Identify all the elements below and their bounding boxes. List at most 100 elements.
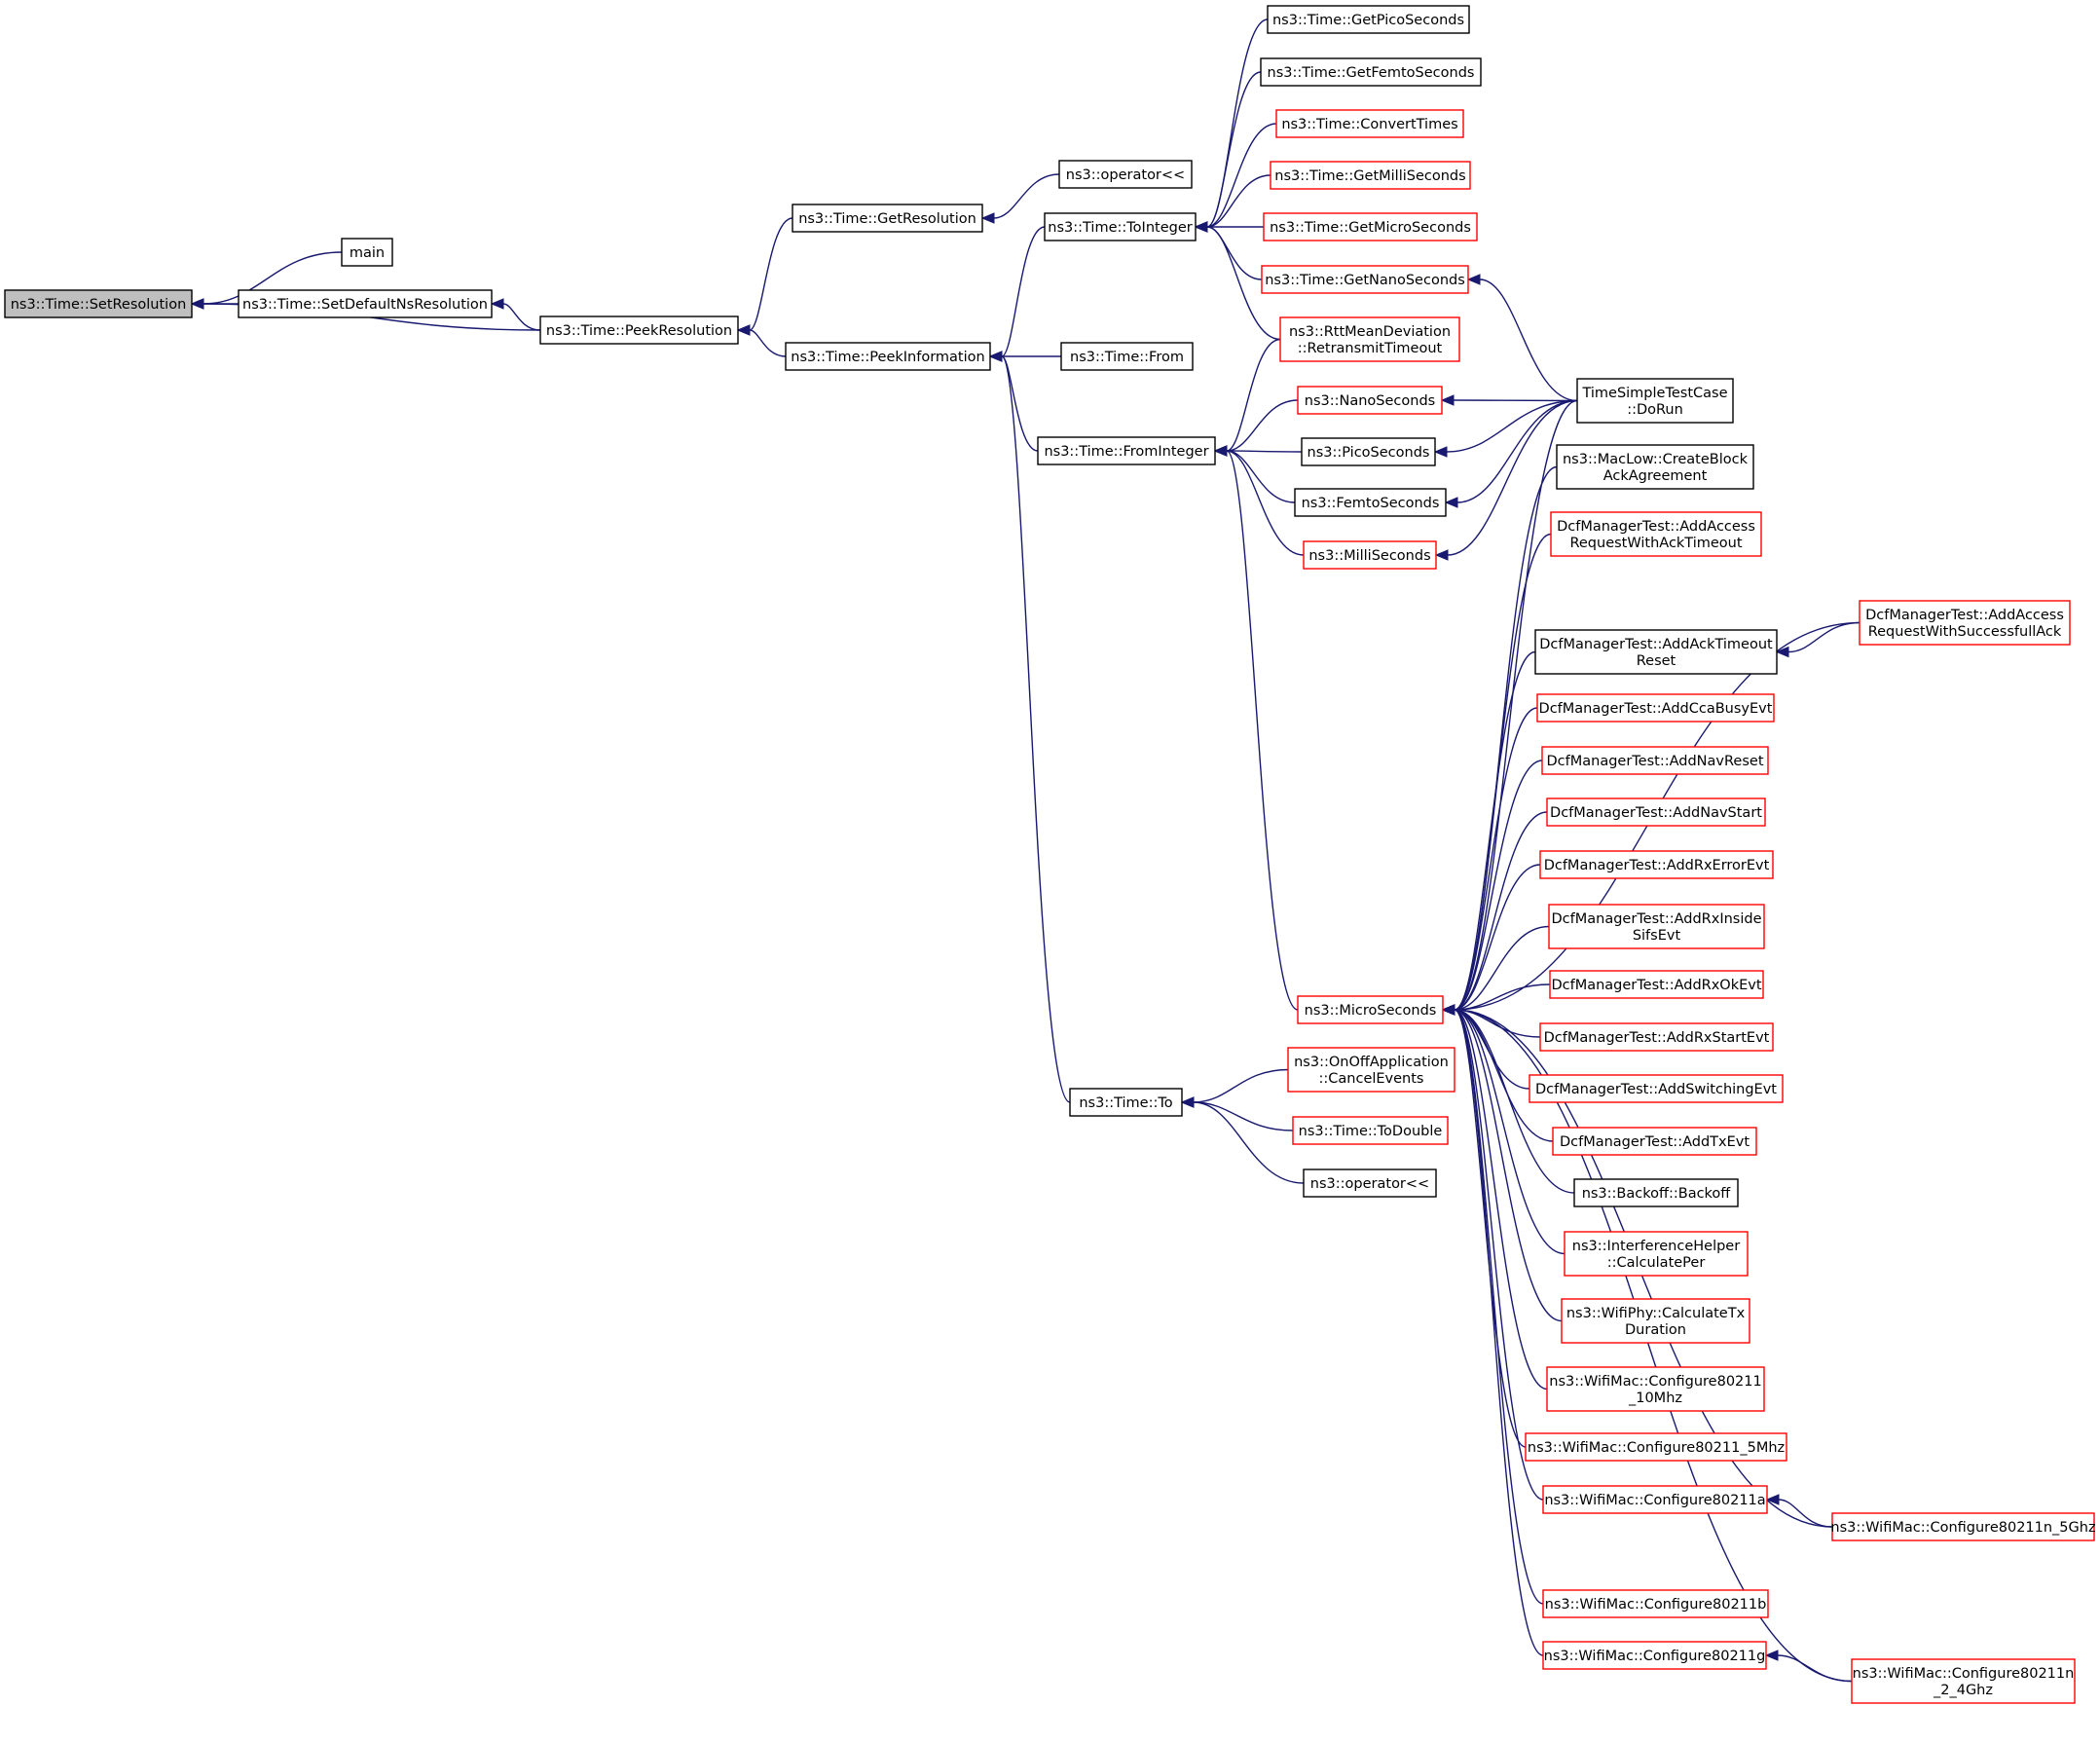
node-label: ns3::Time::GetFemtoSeconds [1268, 65, 1475, 81]
node-femtosec[interactable]: ns3::FemtoSeconds [1294, 488, 1447, 517]
edge-cfga-to-microsec [1441, 1004, 1544, 1501]
node-box [1534, 629, 1778, 675]
edge-line [1787, 621, 1861, 653]
node-dcf_rxok[interactable]: DcfManagerTest::AddRxOkEvt [1549, 970, 1764, 999]
edge-line [1193, 1068, 1289, 1103]
edge-arrowhead [980, 212, 995, 224]
edge-line [203, 251, 343, 305]
node-box [1541, 746, 1769, 775]
node-getmilli[interactable]: ns3::Time::GetMilliSeconds [1270, 161, 1471, 190]
edge-op1-to-getres [980, 173, 1060, 224]
node-op2[interactable]: ns3::operator<< [1303, 1168, 1437, 1198]
node-dcf_switch[interactable]: DcfManagerTest::AddSwitchingEvt [1529, 1074, 1784, 1103]
edge-peekres-to-setdefault [490, 298, 541, 331]
node-box [1069, 1088, 1183, 1117]
node-millisec[interactable]: ns3::MilliSeconds [1303, 540, 1437, 570]
node-getmicro[interactable]: ns3::Time::GetMicroSeconds [1263, 212, 1478, 241]
node-fromint[interactable]: ns3::Time::FromInteger [1037, 436, 1216, 465]
node-dcf_ackto[interactable]: DcfManagerTest::AddAccessRequestWithAckT… [1550, 511, 1762, 557]
node-getpico[interactable]: ns3::Time::GetPicoSeconds [1267, 5, 1470, 34]
node-label: DcfManagerTest::AddNavStart [1550, 805, 1762, 821]
edge-line [1778, 1499, 1833, 1528]
edge-line [1206, 71, 1262, 228]
node-getfemto[interactable]: ns3::Time::GetFemtoSeconds [1260, 57, 1482, 87]
node-cfgb[interactable]: ns3::WifiMac::Configure80211b [1542, 1589, 1769, 1618]
node-box [1546, 1366, 1765, 1412]
edge-arrowhead [490, 298, 504, 310]
node-box [1539, 850, 1774, 879]
edge-timesimple-to-femtosec [1444, 399, 1578, 508]
node-op1[interactable]: ns3::operator<< [1058, 160, 1193, 189]
node-label: DcfManagerTest::AddTxEvt [1560, 1134, 1750, 1150]
node-label: ::RetransmitTimeout [1298, 341, 1443, 356]
node-box [1275, 109, 1464, 138]
edge-wifiphy-to-microsec [1441, 1004, 1563, 1322]
node-onoff[interactable]: ns3::OnOffApplication::CancelEvents [1287, 1047, 1455, 1093]
node-label: _10Mhz [1628, 1391, 1682, 1406]
node-main[interactable]: main [341, 238, 393, 267]
node-label: ns3::Time::SetResolution [11, 297, 187, 313]
node-toint[interactable]: ns3::Time::ToInteger [1044, 212, 1197, 241]
node-setres[interactable]: ns3::Time::SetResolution [4, 289, 193, 318]
node-box [4, 289, 193, 318]
node-box [1297, 386, 1443, 415]
node-box [1542, 1641, 1767, 1670]
node-label: main [350, 245, 385, 261]
node-todouble[interactable]: ns3::Time::ToDouble [1292, 1116, 1449, 1145]
node-getres[interactable]: ns3::Time::GetResolution [792, 204, 983, 233]
edge-line [1001, 226, 1046, 357]
node-dcf_succack[interactable]: DcfManagerTest::AddAccessRequestWithSucc… [1859, 600, 2071, 646]
node-cfg10[interactable]: ns3::WifiMac::Configure80211_10Mhz [1546, 1366, 1765, 1412]
node-to[interactable]: ns3::Time::To [1069, 1088, 1183, 1117]
node-convtimes[interactable]: ns3::Time::ConvertTimes [1275, 109, 1464, 138]
node-cfga[interactable]: ns3::WifiMac::Configure80211a [1542, 1485, 1768, 1514]
node-getnano[interactable]: ns3::Time::GetNanoSeconds [1261, 265, 1469, 294]
node-cfgn5[interactable]: ns3::WifiMac::Configure80211n_5Ghz [1830, 1512, 2096, 1541]
edge-line [1454, 1009, 1575, 1194]
node-dcf_cca[interactable]: DcfManagerTest::AddCcaBusyEvt [1536, 693, 1775, 723]
node-from[interactable]: ns3::Time::From [1060, 342, 1194, 371]
node-label: ns3::Time::From [1070, 350, 1184, 365]
node-dcf_rxerr[interactable]: DcfManagerTest::AddRxErrorEvt [1539, 850, 1774, 879]
node-box [1851, 1658, 2076, 1704]
edge-line [1453, 399, 1578, 402]
edge-fromint-to-peekinfo [988, 351, 1039, 452]
node-setdefault[interactable]: ns3::Time::SetDefaultNsResolution [238, 289, 493, 318]
node-cfgg[interactable]: ns3::WifiMac::Configure80211g [1542, 1641, 1767, 1670]
edge-line [1226, 450, 1299, 1011]
node-label: DcfManagerTest::AddRxOkEvt [1551, 978, 1761, 993]
node-timesimple[interactable]: TimeSimpleTestCase::DoRun [1576, 378, 1734, 424]
node-label: Duration [1625, 1322, 1686, 1338]
node-backoff[interactable]: ns3::Backoff::Backoff [1573, 1178, 1739, 1207]
edge-line [1454, 983, 1551, 1011]
node-label: ns3::operator<< [1310, 1176, 1429, 1192]
edge-line [1777, 1654, 1853, 1683]
node-cfg5[interactable]: ns3::WifiMac::Configure80211_5Mhz [1525, 1432, 1787, 1462]
node-dcf_rxstart[interactable]: DcfManagerTest::AddRxStartEvt [1539, 1022, 1774, 1052]
edge-line [1446, 399, 1578, 453]
node-peekinfo[interactable]: ns3::Time::PeekInformation [785, 342, 991, 371]
node-peekres[interactable]: ns3::Time::PeekResolution [539, 315, 739, 345]
node-box [238, 289, 493, 318]
node-rttmean[interactable]: ns3::RttMeanDeviation::RetransmitTimeout [1279, 316, 1460, 362]
edge-timesimple-to-getnano [1466, 274, 1578, 402]
node-dcf_tx[interactable]: DcfManagerTest::AddTxEvt [1552, 1127, 1757, 1156]
node-picosec[interactable]: ns3::PicoSeconds [1301, 437, 1436, 466]
node-cfgn24[interactable]: ns3::WifiMac::Configure80211n_2_4Ghz [1851, 1658, 2076, 1704]
node-dcf_navreset[interactable]: DcfManagerTest::AddNavReset [1541, 746, 1769, 775]
node-label: ns3::Time::GetMilliSeconds [1274, 168, 1465, 184]
node-microsec[interactable]: ns3::MicroSeconds [1297, 995, 1444, 1024]
node-label: ns3::Time::To [1079, 1095, 1172, 1111]
edge-line [1447, 399, 1578, 556]
node-nanosec[interactable]: ns3::NanoSeconds [1297, 386, 1443, 415]
node-dcf_navstart[interactable]: DcfManagerTest::AddNavStart [1546, 797, 1766, 827]
edge-line [1454, 399, 1578, 1011]
node-label: DcfManagerTest::AddCcaBusyEvt [1539, 701, 1773, 717]
node-interf[interactable]: ns3::InterferenceHelper::CalculatePer [1564, 1231, 1749, 1277]
node-label: ns3::WifiMac::Configure80211_5Mhz [1528, 1440, 1785, 1456]
edge-line [1454, 811, 1548, 1011]
